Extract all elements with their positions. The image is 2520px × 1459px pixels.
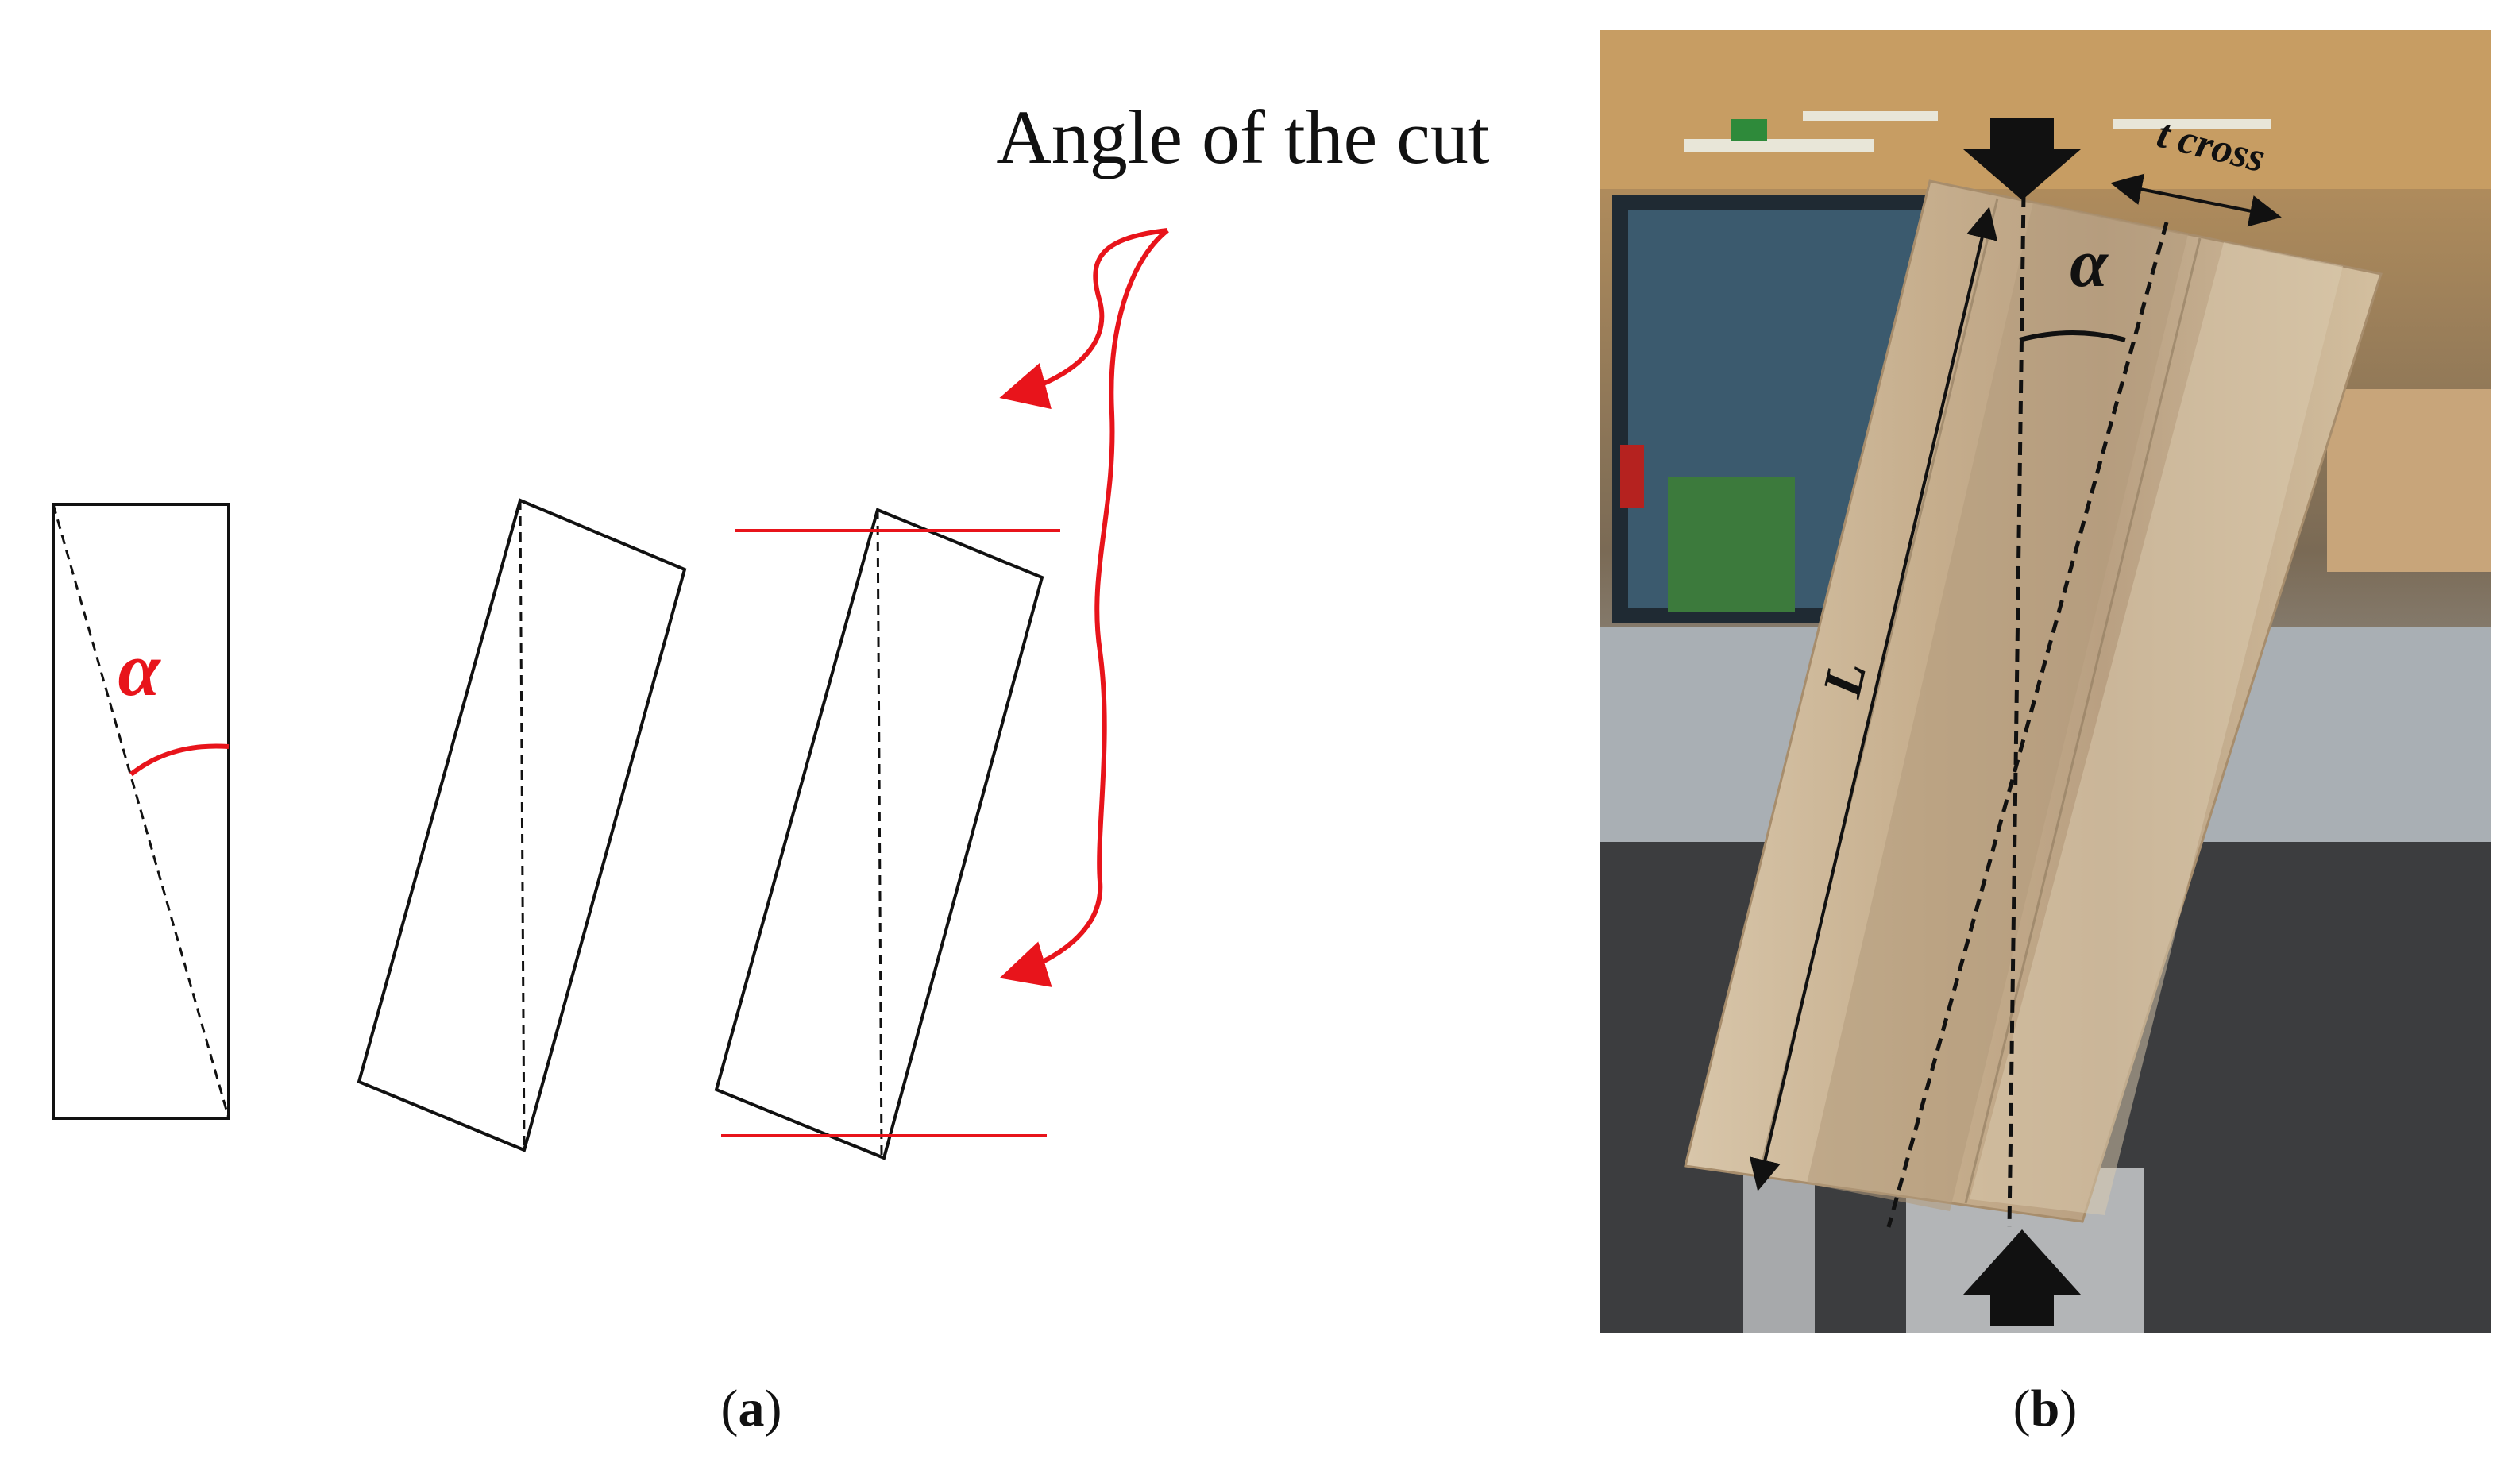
angle-arc: [2019, 330, 2126, 342]
upright-specimen: α: [52, 503, 230, 1120]
angle-of-cut-label: Angle of the cut: [996, 95, 1489, 179]
arrow-to-top-cut: [999, 228, 1168, 410]
specimen-photo: [1600, 30, 2491, 1333]
top-load-arrow: [1963, 118, 2081, 200]
panel-a: α Angle of the cut (a): [52, 95, 1490, 1438]
vertical-dashed-line: [876, 509, 883, 1156]
caption-b: (b): [2013, 1380, 2078, 1438]
angle-alpha-red: α: [118, 627, 161, 712]
cut-diagonal: [52, 504, 230, 1119]
caption-a: (a): [721, 1380, 782, 1438]
rotated-specimen: [357, 498, 687, 1152]
cut-specimen: [714, 508, 1060, 1160]
panel-b: α L t cross (b): [1600, 30, 2491, 1438]
annotation-arrows: [999, 228, 1169, 987]
length-dimension-arrow: [1749, 206, 1998, 1191]
thickness-dimension-arrow: [2110, 173, 2282, 227]
arrow-to-bottom-cut: [999, 228, 1169, 987]
angle-arc: [129, 743, 230, 777]
vertical-dashed-line: [519, 500, 526, 1151]
angle-alpha-black: α: [2070, 225, 2109, 301]
load-axis-dashed: [2007, 194, 2026, 1228]
bottom-load-arrow: [1963, 1229, 2081, 1326]
